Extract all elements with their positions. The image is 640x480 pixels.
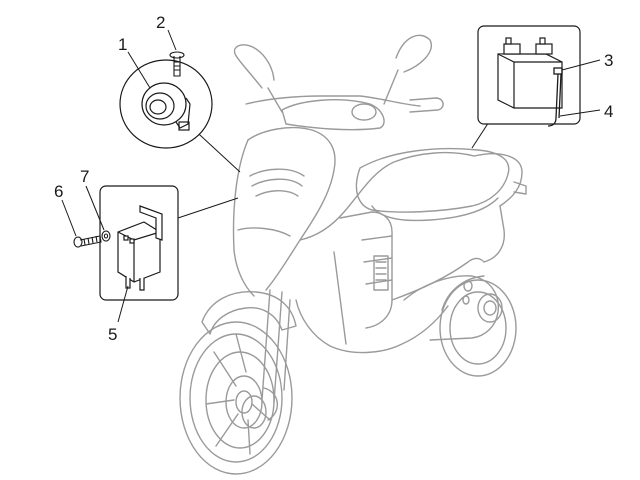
detail-connectors bbox=[177, 107, 499, 219]
relay-part bbox=[117, 205, 163, 291]
tail-section bbox=[391, 153, 527, 301]
leader-7 bbox=[85, 185, 105, 231]
relay-washer bbox=[101, 230, 111, 242]
horn-part bbox=[141, 82, 191, 131]
leader-3 bbox=[561, 59, 601, 71]
callout-7: 7 bbox=[80, 167, 89, 186]
callout-2: 2 bbox=[156, 13, 165, 32]
battery-vent-tube bbox=[547, 67, 563, 127]
horn-bolt bbox=[169, 51, 185, 77]
battery-detail-box bbox=[477, 25, 581, 127]
horn-detail-bubble bbox=[119, 51, 213, 149]
front-wheel bbox=[179, 321, 293, 475]
callout-3: 3 bbox=[604, 51, 613, 70]
brake-caliper bbox=[241, 387, 278, 429]
left-mirror bbox=[233, 44, 283, 113]
rear-wheel bbox=[439, 275, 517, 377]
body-panels bbox=[295, 151, 475, 354]
front-fender bbox=[201, 291, 297, 335]
front-fairing bbox=[232, 126, 336, 297]
leader-4 bbox=[559, 109, 601, 117]
leader-6 bbox=[61, 199, 77, 237]
handlebar bbox=[245, 95, 444, 131]
callout-numbers: 1 2 3 4 5 6 7 bbox=[54, 13, 613, 344]
leader-lines bbox=[61, 29, 601, 323]
seat bbox=[355, 147, 510, 222]
connector-relay bbox=[177, 197, 239, 219]
relay-screw bbox=[73, 235, 102, 248]
right-mirror bbox=[383, 34, 432, 105]
callout-4: 4 bbox=[604, 102, 613, 121]
scooter-illustration bbox=[179, 34, 527, 475]
callout-1: 1 bbox=[118, 35, 127, 54]
leader-1 bbox=[127, 51, 151, 89]
leader-5 bbox=[117, 285, 129, 323]
engine-case bbox=[403, 275, 503, 341]
relay-detail-box bbox=[73, 185, 179, 301]
battery-part bbox=[497, 37, 563, 109]
callout-6: 6 bbox=[54, 182, 63, 201]
callout-5: 5 bbox=[108, 325, 117, 344]
front-fork bbox=[261, 289, 291, 403]
leader-2 bbox=[167, 29, 177, 51]
